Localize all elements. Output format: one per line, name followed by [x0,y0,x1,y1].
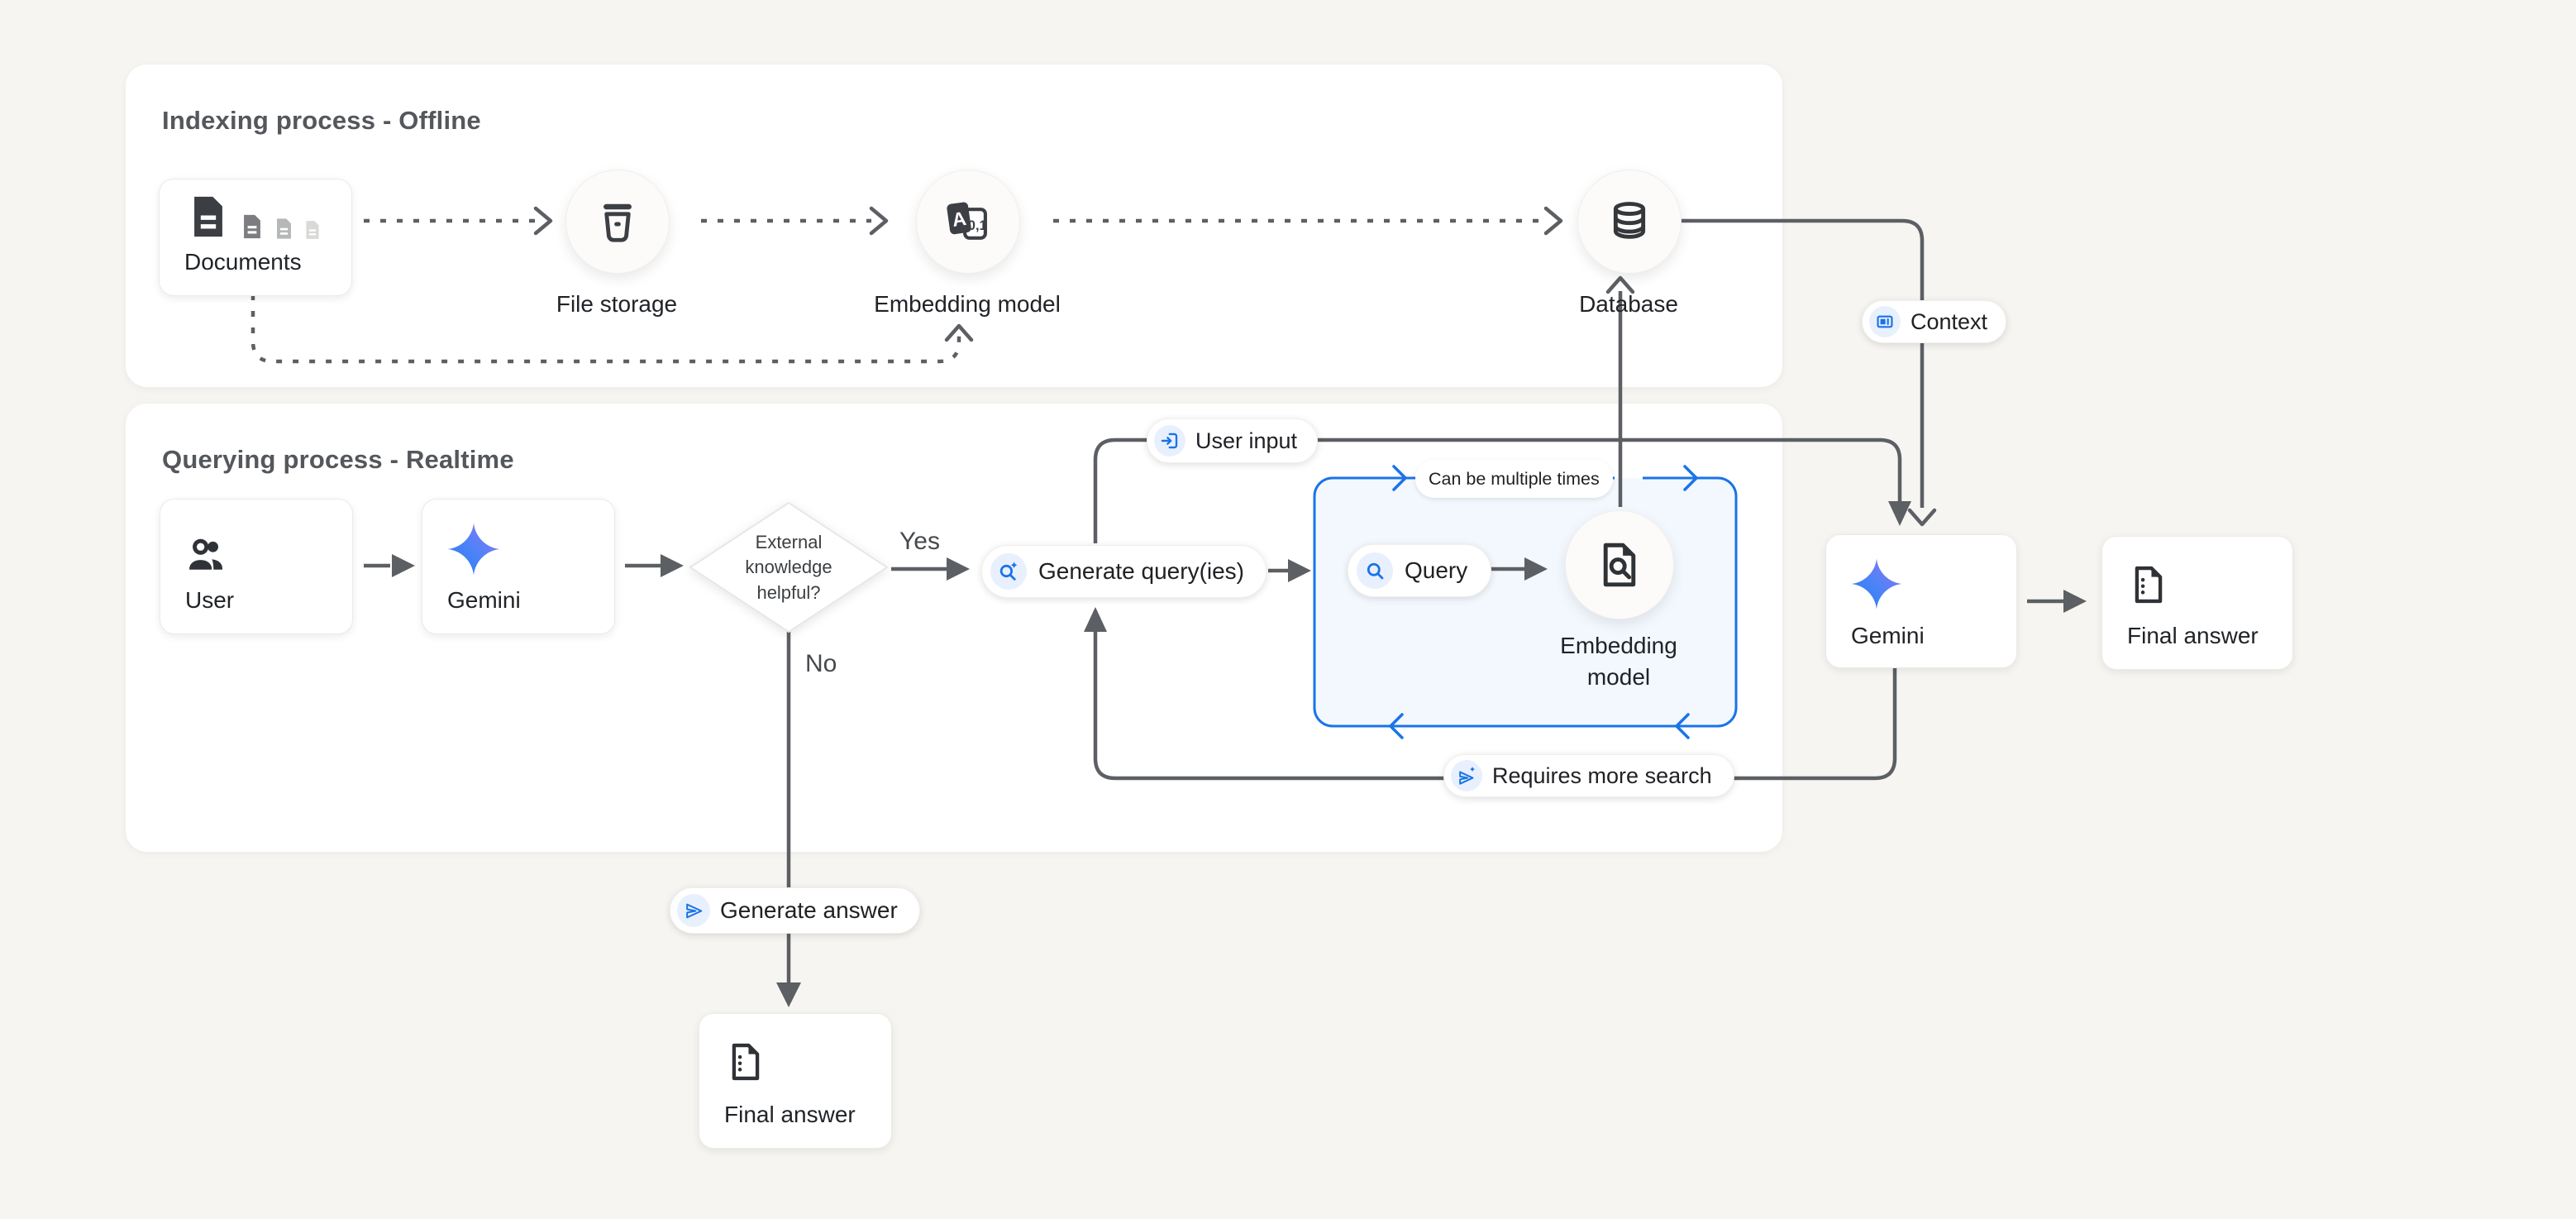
embedding-model-offline-label: Embedding model [874,291,1061,317]
final-answer-bottom-label: Final answer [724,1102,856,1127]
generate-answer-label: Generate answer [720,897,898,923]
file-storage-node [565,170,670,274]
gemini-star-icon [446,521,502,577]
users-icon [182,533,228,579]
arrowhead-final-answer-bottom [776,982,801,1007]
user-node: User [160,499,353,634]
can-be-multiple-times-pill: Can be multiple times [1415,460,1613,498]
user-input-pill: User input [1147,418,1319,463]
search-icon [1357,552,1393,589]
generate-answer-pill: Generate answer [670,887,920,934]
document-search-icon [1594,539,1645,590]
embedding-model-offline-node [916,170,1020,274]
query-label: Query [1405,557,1468,583]
gemini-star-icon [1849,557,1904,611]
gemini-answer-node: Gemini [1825,534,2017,668]
search-spark-icon [990,553,1027,590]
embedding-model-online-node [1565,510,1674,619]
yes-label: Yes [899,528,940,555]
user-label: User [185,587,235,613]
gemini-answer-label: Gemini [1851,623,1925,648]
input-icon [1154,425,1185,457]
user-input-label: User input [1195,428,1298,453]
indexing-panel-title: Indexing process - Offline [162,106,481,135]
querying-panel-title: Querying process - Realtime [162,445,514,474]
database-cylinder-icon [1605,198,1653,246]
documents-node: Documents [159,179,352,296]
requires-more-search-pill: Requires more search [1443,754,1734,797]
no-label: No [805,650,837,677]
final-answer-right-label: Final answer [2127,623,2259,648]
arrowhead-final-answer-right [2063,590,2087,613]
document-lines-icon [2127,563,2170,606]
send-spark-icon [1451,760,1482,791]
document-lines-icon [724,1040,767,1083]
translate-a01-icon [941,194,995,249]
database-label: Database [1579,291,1678,317]
gemini-query-label: Gemini [447,587,521,613]
arrowhead-user-input-gemini [1888,501,1911,526]
send-icon [677,894,710,927]
requires-more-search-label: Requires more search [1492,762,1712,788]
file-storage-label: File storage [556,291,678,317]
article-icon [1869,306,1901,337]
decision-label: External knowledge helpful? [745,532,832,603]
context-label: Context [1911,308,1988,334]
database-node [1577,170,1682,274]
context-pill: Context [1862,300,2007,343]
query-pill: Query [1348,544,1492,597]
final-answer-bottom-node: Final answer [699,1013,892,1149]
generate-queries-label: Generate query(ies) [1038,558,1245,584]
document-stack-icon [184,193,323,241]
documents-label: Documents [184,249,302,275]
arrowhead-context-down [1907,508,1937,527]
gemini-query-node: Gemini [422,499,615,634]
final-answer-right-node: Final answer [2101,536,2293,670]
storage-bucket-icon [594,198,642,246]
generate-queries-pill: Generate query(ies) [981,545,1267,598]
embedding-model-online-label: Embedding model [1560,633,1677,690]
